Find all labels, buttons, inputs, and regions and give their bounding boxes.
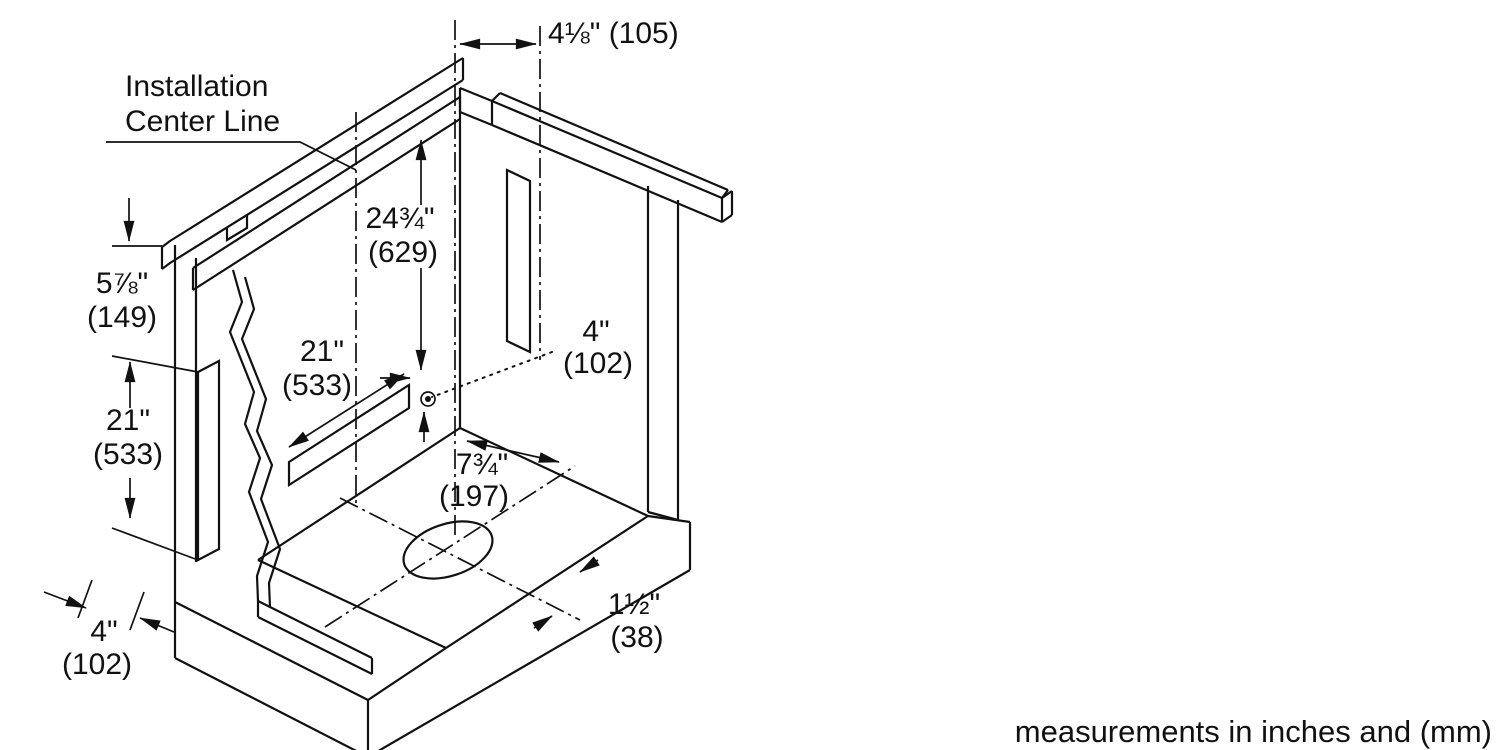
floor-duct-hole	[402, 520, 494, 580]
floor-center-line-a	[324, 465, 576, 628]
center-lines	[324, 20, 581, 628]
leader-center-line	[106, 141, 357, 171]
center-line-label-1: Installation	[125, 70, 268, 103]
back-wall-top	[191, 96, 461, 291]
left-wall-slot	[196, 359, 221, 562]
dim-base-tick-2	[129, 591, 145, 631]
measurements-note: measurements in inches and (mm)	[1015, 714, 1492, 749]
reference-ring	[420, 391, 436, 407]
dim-topleft-label-mm: (149)	[87, 301, 157, 334]
dim-edge-offset-label-mm: (38)	[610, 621, 663, 654]
dim-height-label-mm: (629)	[368, 236, 438, 269]
dim-top-width-label: 4⅛" (105)	[548, 17, 679, 50]
dim-base-arrow-right	[139, 617, 175, 633]
right-wall-slot	[505, 168, 532, 354]
dim-floor-depth-label-mm: (197)	[439, 480, 509, 513]
dim-floor-depth-arrow	[466, 440, 560, 463]
dim-height-label-in: 24¾"	[365, 202, 434, 235]
cutaway-edge-front	[228, 269, 270, 602]
center-line-label-2: Center Line	[125, 105, 280, 138]
right-counter-rail	[491, 91, 734, 224]
dim-base-arrow-left	[43, 591, 87, 609]
dim-left-slot-ext-bottom	[111, 527, 199, 561]
dim-base-offset-label-in: 4"	[90, 615, 117, 648]
floor-edges	[257, 427, 649, 649]
cut-wall-sill	[256, 600, 374, 675]
dim-base-tick-1	[77, 579, 93, 619]
dim-duct-point-label-in: 4"	[582, 315, 609, 348]
floor-center-line-b	[339, 497, 581, 621]
dim-topleft-label-in: 5⅞"	[96, 267, 148, 300]
corner-cleat	[458, 86, 494, 127]
dim-floor-depth-label-in: 7¾"	[456, 448, 508, 481]
dim-left-slot-ext-top	[111, 355, 199, 373]
cutaway-edge-back	[240, 276, 282, 608]
dim-edge-arrow-outer	[579, 556, 600, 573]
dimension-lines	[43, 38, 600, 633]
dim-left-slot-label-mm: (533)	[93, 438, 163, 471]
dim-edge-offset-label-in: 1½"	[608, 588, 660, 621]
base-plinth	[173, 514, 692, 750]
right-post	[646, 186, 680, 522]
dim-duct-point-label-mm: (102)	[563, 347, 633, 380]
dim-edge-arrow-inner	[532, 615, 553, 632]
labels: Installation Center Line 4⅛" (105) 24¾" …	[62, 17, 1492, 749]
left-wall	[173, 245, 198, 600]
dim-back-slot-arrow	[288, 373, 405, 448]
reference-dot	[425, 396, 431, 402]
leader-duct-point	[431, 351, 553, 398]
dim-back-slot-label-mm: (533)	[282, 369, 352, 402]
dim-back-slot-label-in: 21"	[300, 335, 344, 368]
dim-left-slot-label-in: 21"	[106, 404, 150, 437]
dim-base-offset-label-mm: (102)	[62, 648, 132, 681]
